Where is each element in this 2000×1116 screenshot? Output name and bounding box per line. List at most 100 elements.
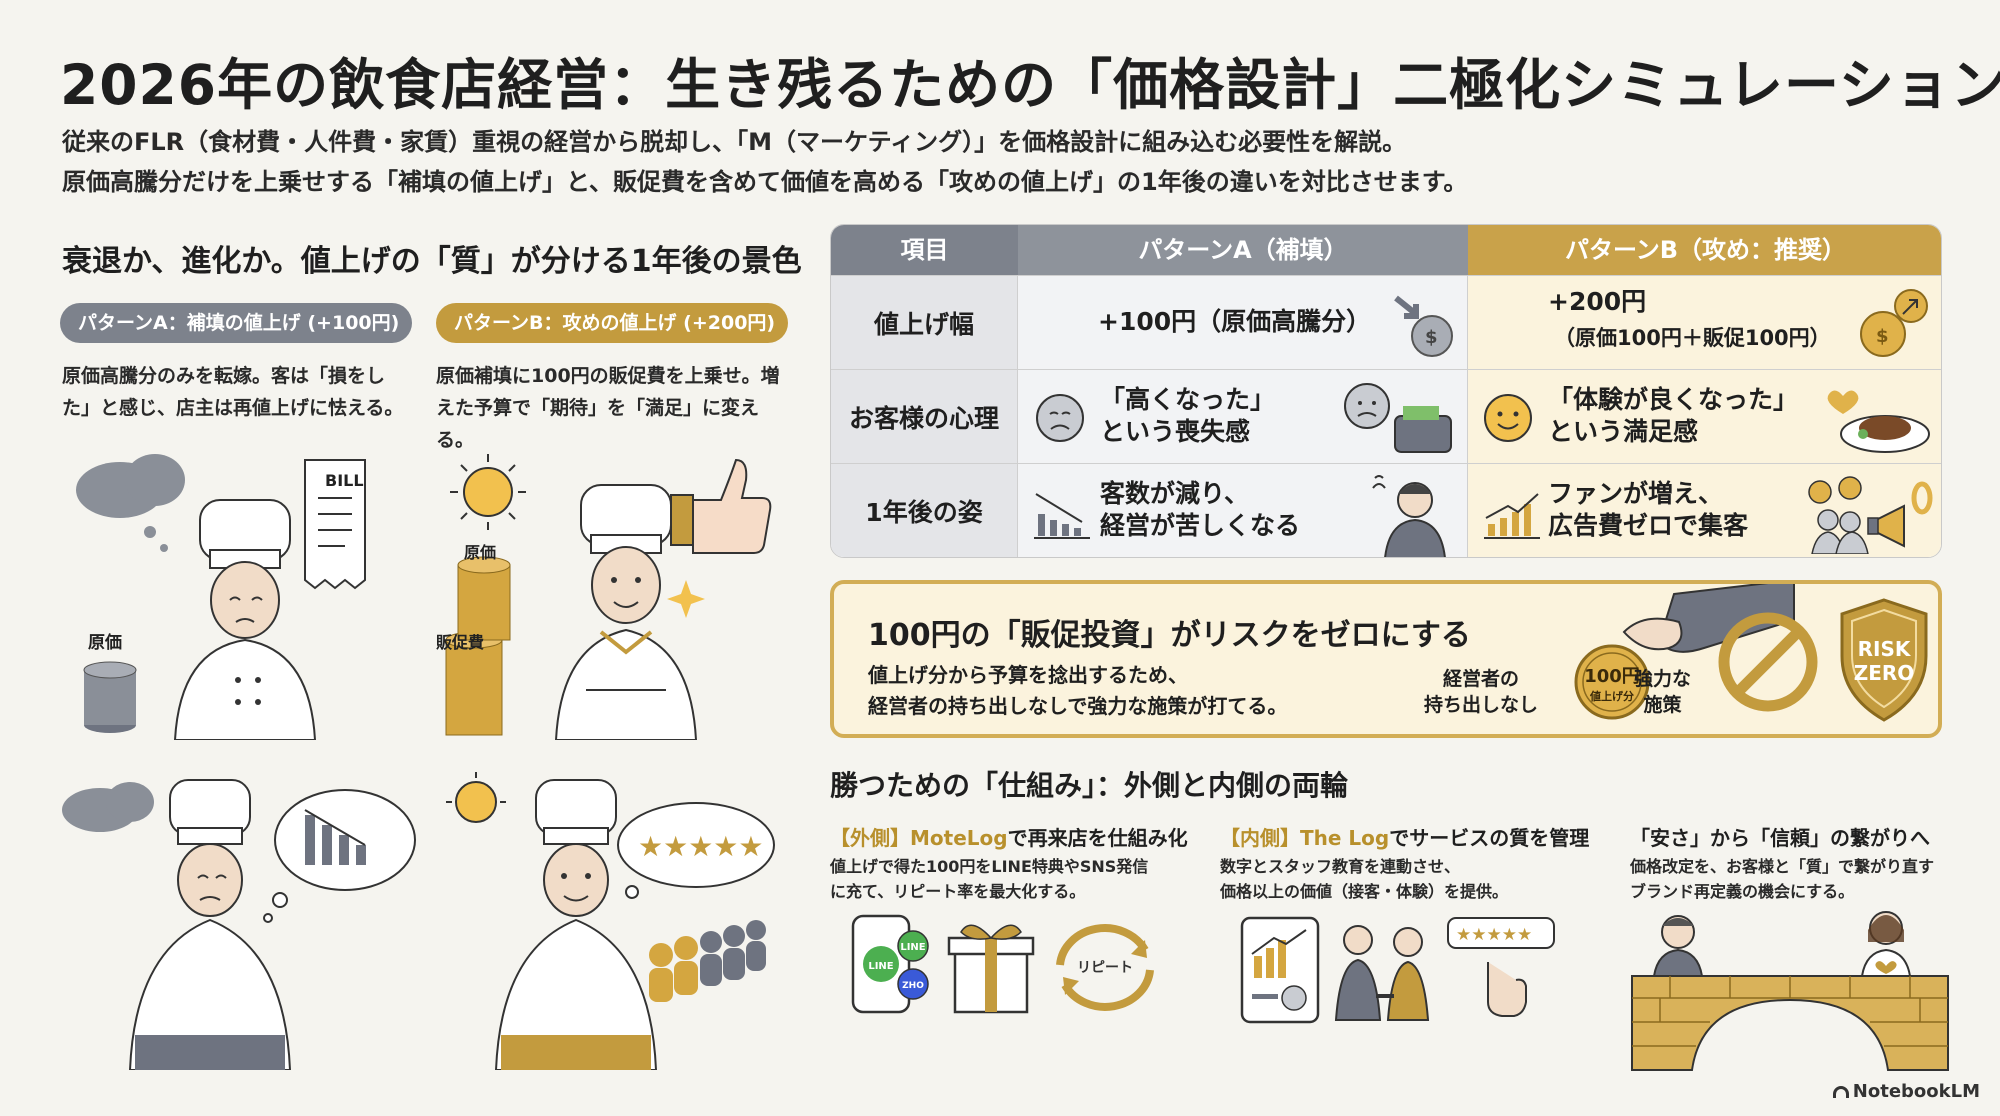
- bill-label: BILL: [325, 471, 364, 490]
- psychology-b-text: 「体験が良くなった」 という満足感: [1548, 385, 1799, 446]
- sad-face-icon: [1036, 394, 1084, 442]
- trust-title: 「安さ」から「信頼」の繋がりへ: [1630, 826, 1930, 850]
- trust-bridge-illustration: [1631, 911, 1949, 1071]
- prohibited-icon: [1718, 612, 1818, 712]
- chef-icon: [173, 499, 317, 740]
- svg-text:$: $: [1876, 326, 1889, 347]
- subtitle-line-1: 従来のFLR（食材費・人件費・家賃）重視の経営から脱却し、「M（マーケティング）…: [62, 128, 1407, 156]
- subtitle-line-2: 原価高騰分だけを上乗せする「補填の値上げ」と、販促費を含めて価値を高める「攻めの…: [62, 168, 1468, 196]
- table-row: 値上げ幅 +100円（原価高騰分） $ +200円 （原価100円＋販促100円…: [831, 275, 1941, 369]
- row-label-future: 1年後の姿: [831, 464, 1018, 557]
- outer-desc: 値上げで得た100円をLINE特典やSNS発信 に充て、リピート率を最大化する。: [830, 857, 1149, 901]
- inner-tag: 【内側】The Log: [1220, 826, 1390, 850]
- coin-stack-icon: [83, 661, 137, 733]
- repeat-cycle-icon: リピート: [1056, 924, 1154, 1011]
- cloud-icon: [76, 454, 185, 552]
- table-header-pattern-b: パターンB（攻め：推奨）: [1468, 225, 1941, 275]
- customer-queue-icon: [649, 920, 766, 1002]
- svg-text:★★★★★: ★★★★★: [1456, 925, 1532, 945]
- psychology-a-text: 「高くなった」 という喪失感: [1100, 385, 1276, 446]
- notebooklm-label: NotebookLM: [1852, 1081, 1980, 1102]
- trust-desc: 価格改定を、お客様と「質」で繋がり直す ブランド再定義の機会にする。: [1630, 857, 1935, 901]
- future-a-text: 客数が減り、 経営が苦しくなる: [1100, 479, 1301, 540]
- table-header-pattern-a: パターンA（補填）: [1018, 225, 1468, 275]
- page-title: 2026年の飲食店経営：生き残るための「価格設計」二極化シミュレーション: [60, 53, 2000, 117]
- happy-face-icon: [1484, 394, 1532, 442]
- sparkle-icon: [667, 580, 705, 618]
- table-row: 1年後の姿 客数が減り、 経営が苦しくなる: [831, 463, 1941, 557]
- sun-icon: [446, 772, 506, 823]
- risk-desc: 値上げ分から予算を捻出するため、 経営者の持ち出しなしで強力な施策が打てる。: [868, 663, 1288, 718]
- outer-title: 【外側】MoteLogで再来店を仕組み化: [830, 822, 1188, 851]
- risk-zero-box: 100円の「販促投資」がリスクをゼロにする 値上げ分から予算を捻出するため、 経…: [830, 580, 1942, 738]
- silver-coin-arrow-icon: $: [1394, 295, 1453, 357]
- outer-title-rest: で再来店を仕組み化: [1007, 826, 1188, 850]
- risk-title: 100円の「販促投資」がリスクをゼロにする: [868, 618, 1471, 653]
- sun-icon: [450, 454, 526, 530]
- customer-icon: [1652, 915, 1704, 977]
- pattern-a-desc: 原価高騰分のみを転嫁。客は「損をした」と感じ、店主は再値上げに怯える。: [62, 365, 404, 419]
- thought-bubble-declining-chart-icon: [263, 789, 416, 923]
- chef-icon: [554, 484, 698, 740]
- pattern-b-pill: パターンB：攻めの値上げ (+200円): [436, 303, 788, 343]
- heart-steak-plate-icon: [1827, 390, 1930, 453]
- table-header-item: 項目: [831, 225, 1018, 275]
- chef-icon: [128, 779, 292, 1070]
- pattern-a-future-illustration: [62, 779, 416, 1070]
- outer-tag: 【外側】MoteLog: [830, 826, 1008, 850]
- shield-text-line-1: RISK: [1858, 637, 1912, 661]
- cost-label-b: 原価: [464, 543, 496, 562]
- staff-heart-icon: [1860, 911, 1912, 977]
- coin-sub-text: 値上げ分: [1589, 689, 1634, 703]
- brick-bridge-icon: [1631, 975, 1949, 1071]
- cost-label-a: 原価: [88, 632, 122, 653]
- phone-line-label: LINE: [868, 961, 893, 972]
- zalo-badge-label: ZHO: [902, 981, 924, 991]
- svg-text:$: $: [1425, 327, 1438, 348]
- row-label-psychology: お客様の心理: [831, 370, 1018, 463]
- no-owner-cost-label: 経営者の 持ち出しなし: [1424, 668, 1539, 716]
- rising-chart-icon: [1484, 493, 1540, 539]
- inner-desc: 数字とスタッフ教育を連動させ、 価格以上の価値（接客・体験）を提供。: [1220, 857, 1509, 901]
- chef-icon: [494, 779, 658, 1070]
- comparison-table: 項目 パターンA（補填） パターンB（攻め：推奨） 値上げ幅 +100円（原価高…: [830, 224, 1942, 558]
- smartphone-line-icon: LINE LINE ZHO: [851, 914, 929, 1014]
- five-star-review-icon: ★★★★★: [1447, 917, 1555, 1017]
- bill-icon: [304, 459, 366, 590]
- worried-face-wallet-icon: [1344, 383, 1452, 453]
- svg-text:★★★★★: ★★★★★: [638, 830, 764, 863]
- inner-title: 【内側】The Logでサービスの質を管理: [1220, 822, 1589, 851]
- hand-dropping-coin-icon: 100円 値上げ分: [1574, 584, 1795, 720]
- left-section-title: 衰退か、進化か。値上げの「質」が分ける1年後の景色: [62, 244, 802, 279]
- price-a-text: +100円（原価高騰分）: [1098, 307, 1372, 336]
- gift-box-icon: [947, 924, 1035, 1014]
- future-b-text: ファンが増え、 広告費ゼロで集客: [1548, 479, 1749, 540]
- declining-chart-icon: [1034, 493, 1090, 539]
- gold-coin-stack-icon: [445, 556, 511, 736]
- thought-bubble-five-stars-icon: ★★★★★: [617, 802, 775, 899]
- inner-title-rest: でサービスの質を管理: [1389, 826, 1590, 850]
- pattern-b-chef-confident-illustration: 原価 販促費: [436, 454, 772, 740]
- fans-megaphone-icon: [1808, 476, 1933, 554]
- row-label-price: 値上げ幅: [831, 276, 1018, 369]
- pattern-b-desc: 原価補填に100円の販促費を上乗せ。増えた予算で「期待」を「満足」に変える。: [436, 365, 780, 451]
- thumbs-up-icon: [670, 458, 772, 554]
- shield-text-line-2: ZERO: [1854, 661, 1915, 685]
- motelog-illustration: LINE LINE ZHO リピート: [851, 914, 1154, 1014]
- price-b-sub: （原価100円＋販促100円）: [1554, 326, 1831, 350]
- staff-handshake-icon: [1334, 925, 1430, 1021]
- stressed-businessman-icon: [1372, 475, 1446, 557]
- repeat-label: リピート: [1077, 960, 1133, 976]
- cloud-icon: [62, 782, 154, 832]
- notebooklm-icon: [1832, 1086, 1849, 1098]
- page-subtitle: 従来のFLR（食材費・人件費・家賃）重視の経営から脱却し、「M（マーケティング）…: [62, 122, 1467, 202]
- promo-label-b: 販促費: [436, 633, 484, 652]
- price-b-main: +200円: [1548, 287, 1647, 316]
- pattern-a-chef-worried-illustration: BILL 原価: [76, 454, 366, 740]
- line-badge-label: LINE: [900, 942, 925, 953]
- pattern-b-future-illustration: ★★★★★: [446, 772, 775, 1070]
- coin-text: 100円: [1584, 666, 1640, 687]
- thelog-illustration: ★★★★★: [1240, 916, 1555, 1024]
- pattern-a-pill: パターンA：補填の値上げ (+100円): [60, 303, 412, 343]
- gold-coin-arrow-icon: $: [1860, 289, 1928, 357]
